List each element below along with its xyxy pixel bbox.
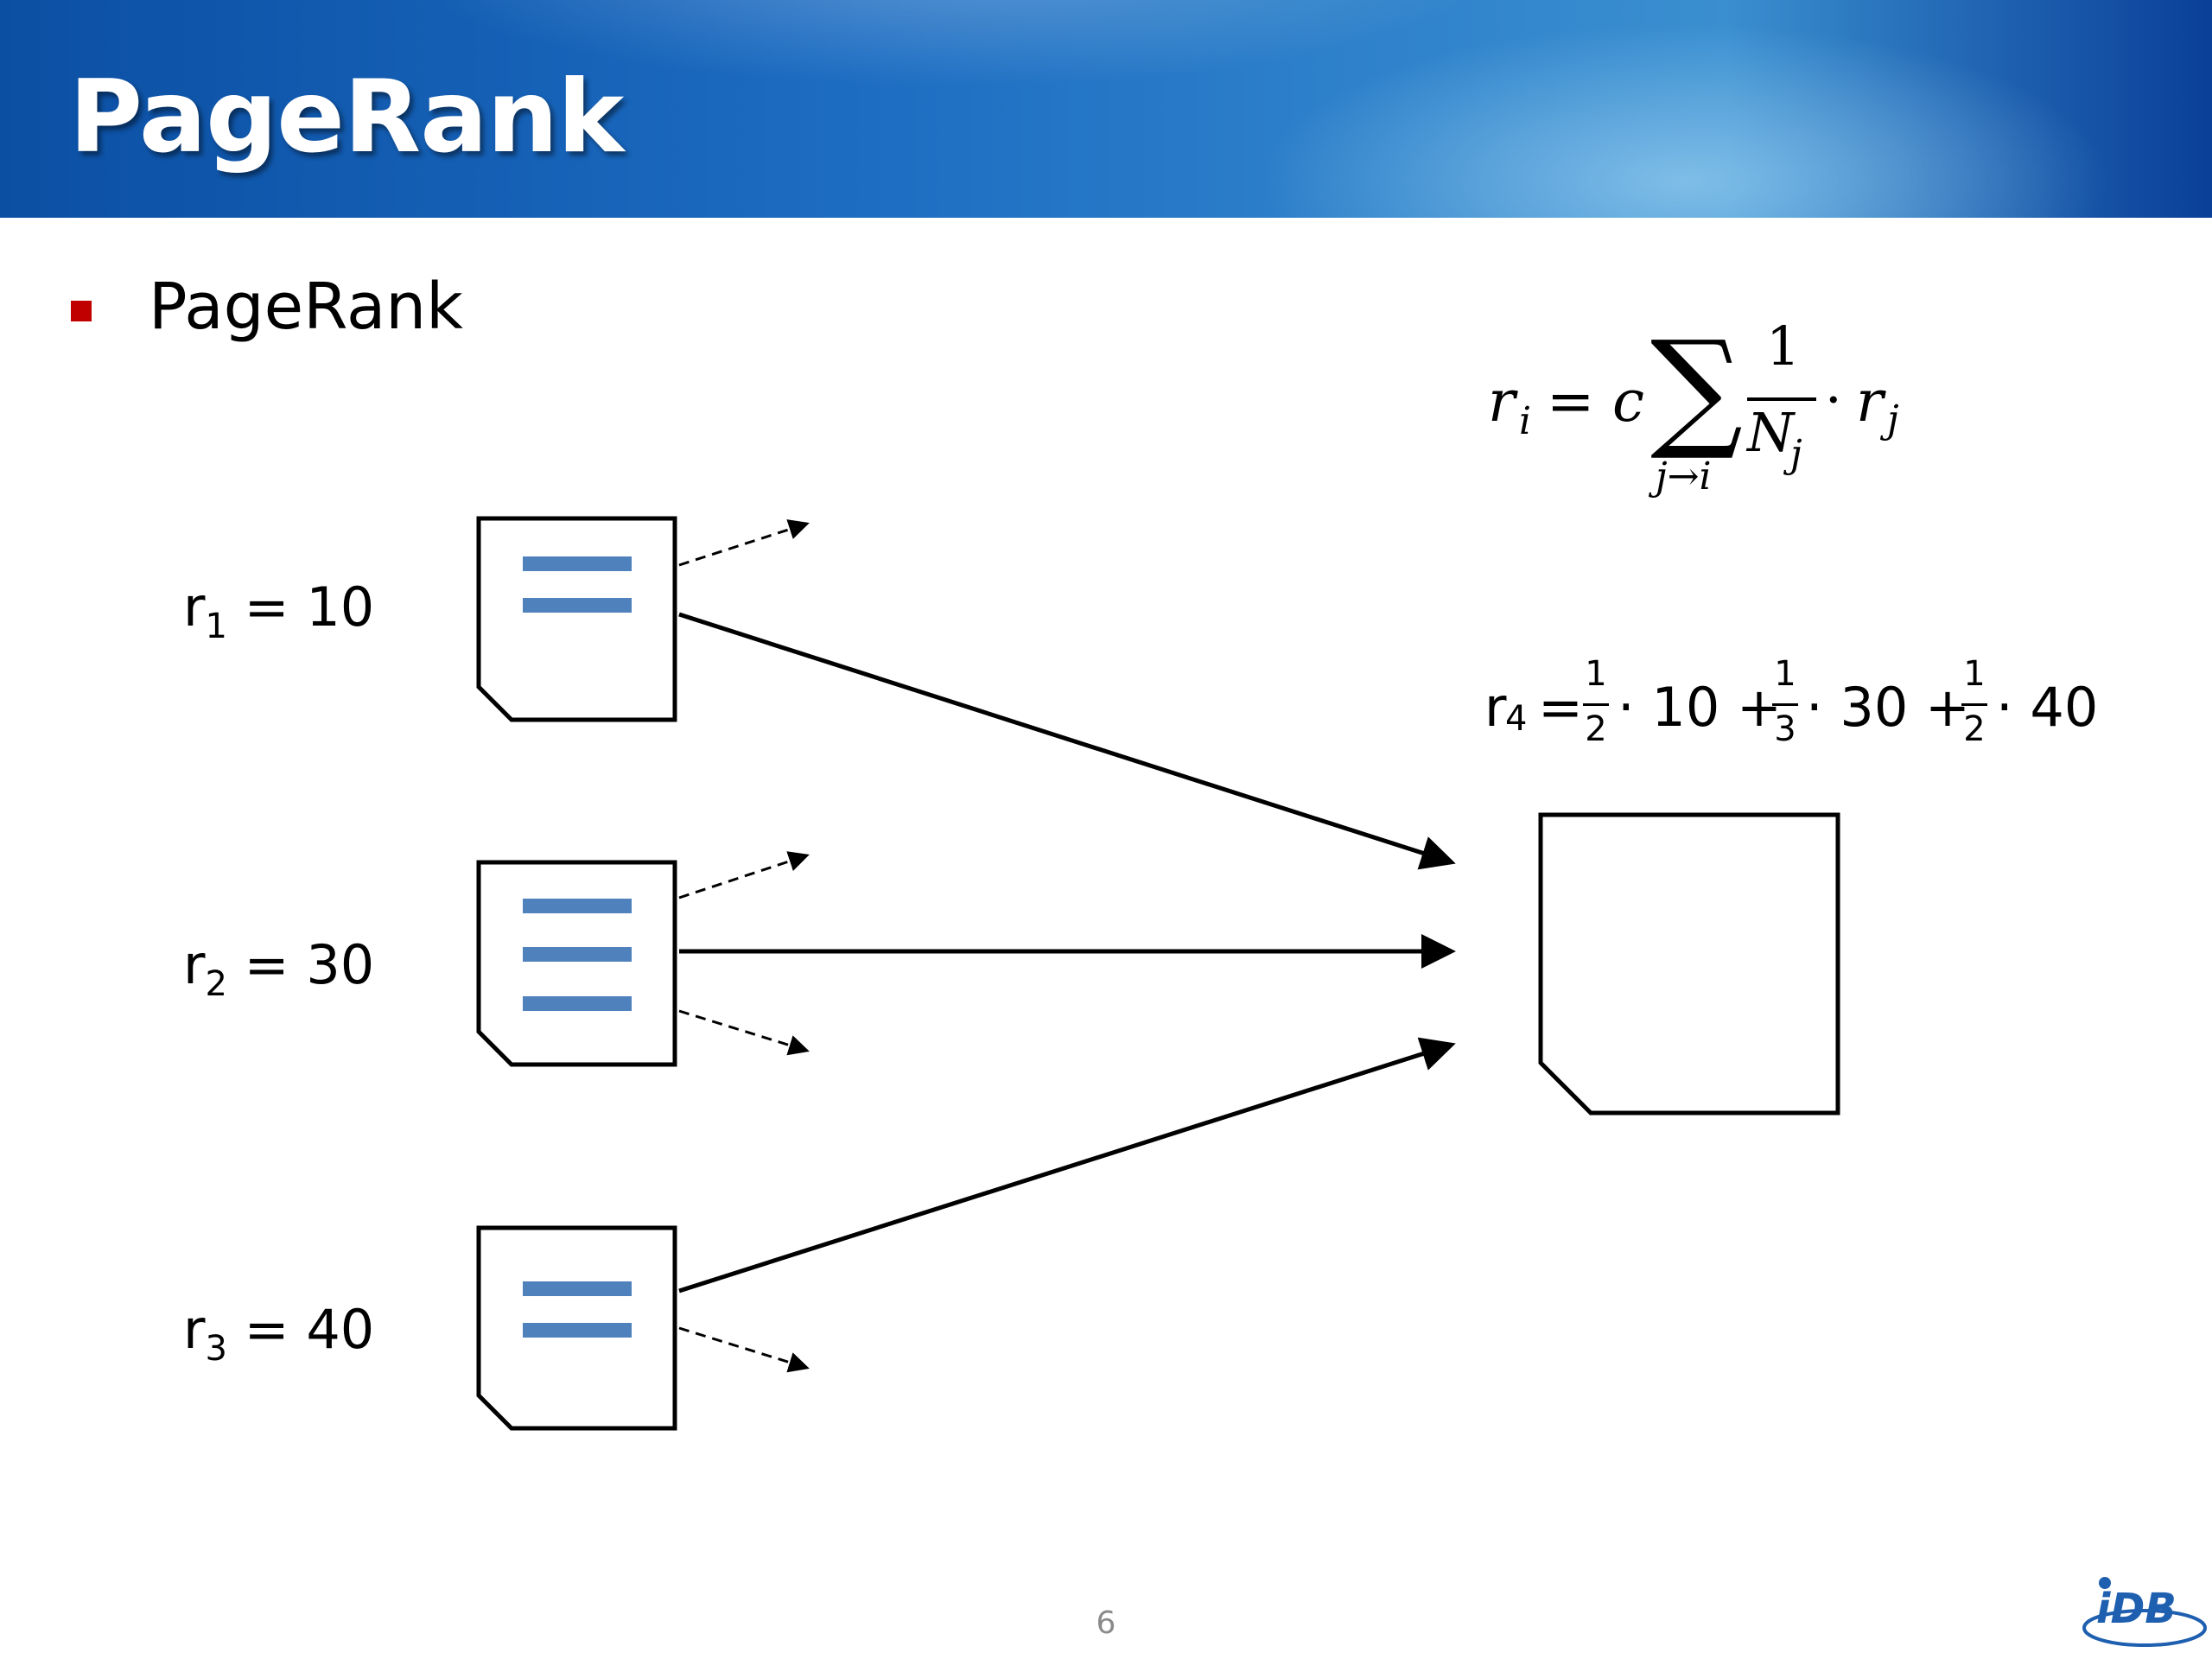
title-bar: PageRank (0, 0, 2212, 218)
arrow-icon-r3-to-r4 (678, 1037, 1456, 1294)
text-line (523, 899, 632, 913)
r4-subscript: 4 (1505, 699, 1528, 739)
fraction-bar (1583, 703, 1609, 706)
formula-numerator: 1 (1766, 315, 1801, 378)
dashed-arrow-icon (678, 1326, 810, 1373)
formula-constant: c (1612, 368, 1644, 435)
fraction-denominator: 3 (1774, 709, 1796, 749)
dashed-arrow-icon (678, 1009, 810, 1056)
dashed-arrow-icon (678, 519, 810, 567)
r4-equals: = (1538, 676, 1583, 739)
formula-term: r (1856, 368, 1884, 435)
formula-fraction-bar (1747, 397, 1816, 401)
rank-label-r2: r2 = 30 (183, 933, 375, 1004)
page-number: 6 (1096, 1605, 1116, 1641)
fraction-numerator: 1 (1585, 654, 1607, 694)
formula-sum-index: j→i (1656, 454, 1712, 499)
bullet-marker-icon (71, 301, 92, 321)
fraction-denominator: 2 (1585, 709, 1607, 749)
bullet-text: PageRank (149, 270, 464, 344)
r4-term-value: · 10 + (1618, 676, 1782, 739)
arrow-icon-r1-to-r4 (678, 612, 1456, 870)
slide-title: PageRank (69, 59, 624, 175)
fraction-numerator: 1 (1774, 654, 1796, 694)
fraction-numerator: 1 (1963, 654, 1986, 694)
fraction-denominator: 2 (1963, 709, 1986, 749)
document-icon-1 (476, 516, 677, 722)
idb-logo: iDB (2082, 1577, 2207, 1647)
rank-label-r3: r3 = 40 (183, 1298, 375, 1369)
text-line (523, 1323, 632, 1338)
formula-denominator-subscript: j (1790, 432, 1802, 476)
rank-label-r1: r1 = 10 (183, 575, 375, 646)
text-line (523, 598, 632, 613)
fraction-bar (1772, 703, 1798, 706)
blank-document-icon (1538, 812, 1840, 1116)
fraction-bar (1961, 703, 1987, 706)
document-icon-3 (476, 1225, 677, 1431)
dashed-arrow-icon (678, 851, 810, 899)
r4-equation: r 4 = 1 2 · 10 + 1 3 · 30 + 1 2 · 40 (1484, 653, 2107, 766)
formula-term-subscript: j (1887, 397, 1899, 442)
formula-denominator: N (1747, 401, 1795, 464)
text-line (523, 1281, 632, 1296)
document-icon-2 (476, 860, 677, 1067)
formula-equals: = (1547, 368, 1595, 435)
formula-lhs-subscript: i (1519, 399, 1532, 443)
r4-term-value: · 30 + (1806, 676, 1970, 739)
sigma-icon: ∑ (1650, 314, 1744, 464)
svg-text:iDB: iDB (2096, 1585, 2177, 1633)
text-line (523, 947, 632, 962)
r4-label: r (1484, 676, 1507, 739)
formula-lhs: r (1488, 368, 1516, 435)
text-line (523, 996, 632, 1011)
text-line (523, 556, 632, 571)
pagerank-formula: r i = c ∑ j→i 1 N j · r j (1478, 320, 1927, 510)
r4-term-value: · 40 (1996, 676, 2099, 739)
formula-dot: · (1825, 368, 1842, 431)
